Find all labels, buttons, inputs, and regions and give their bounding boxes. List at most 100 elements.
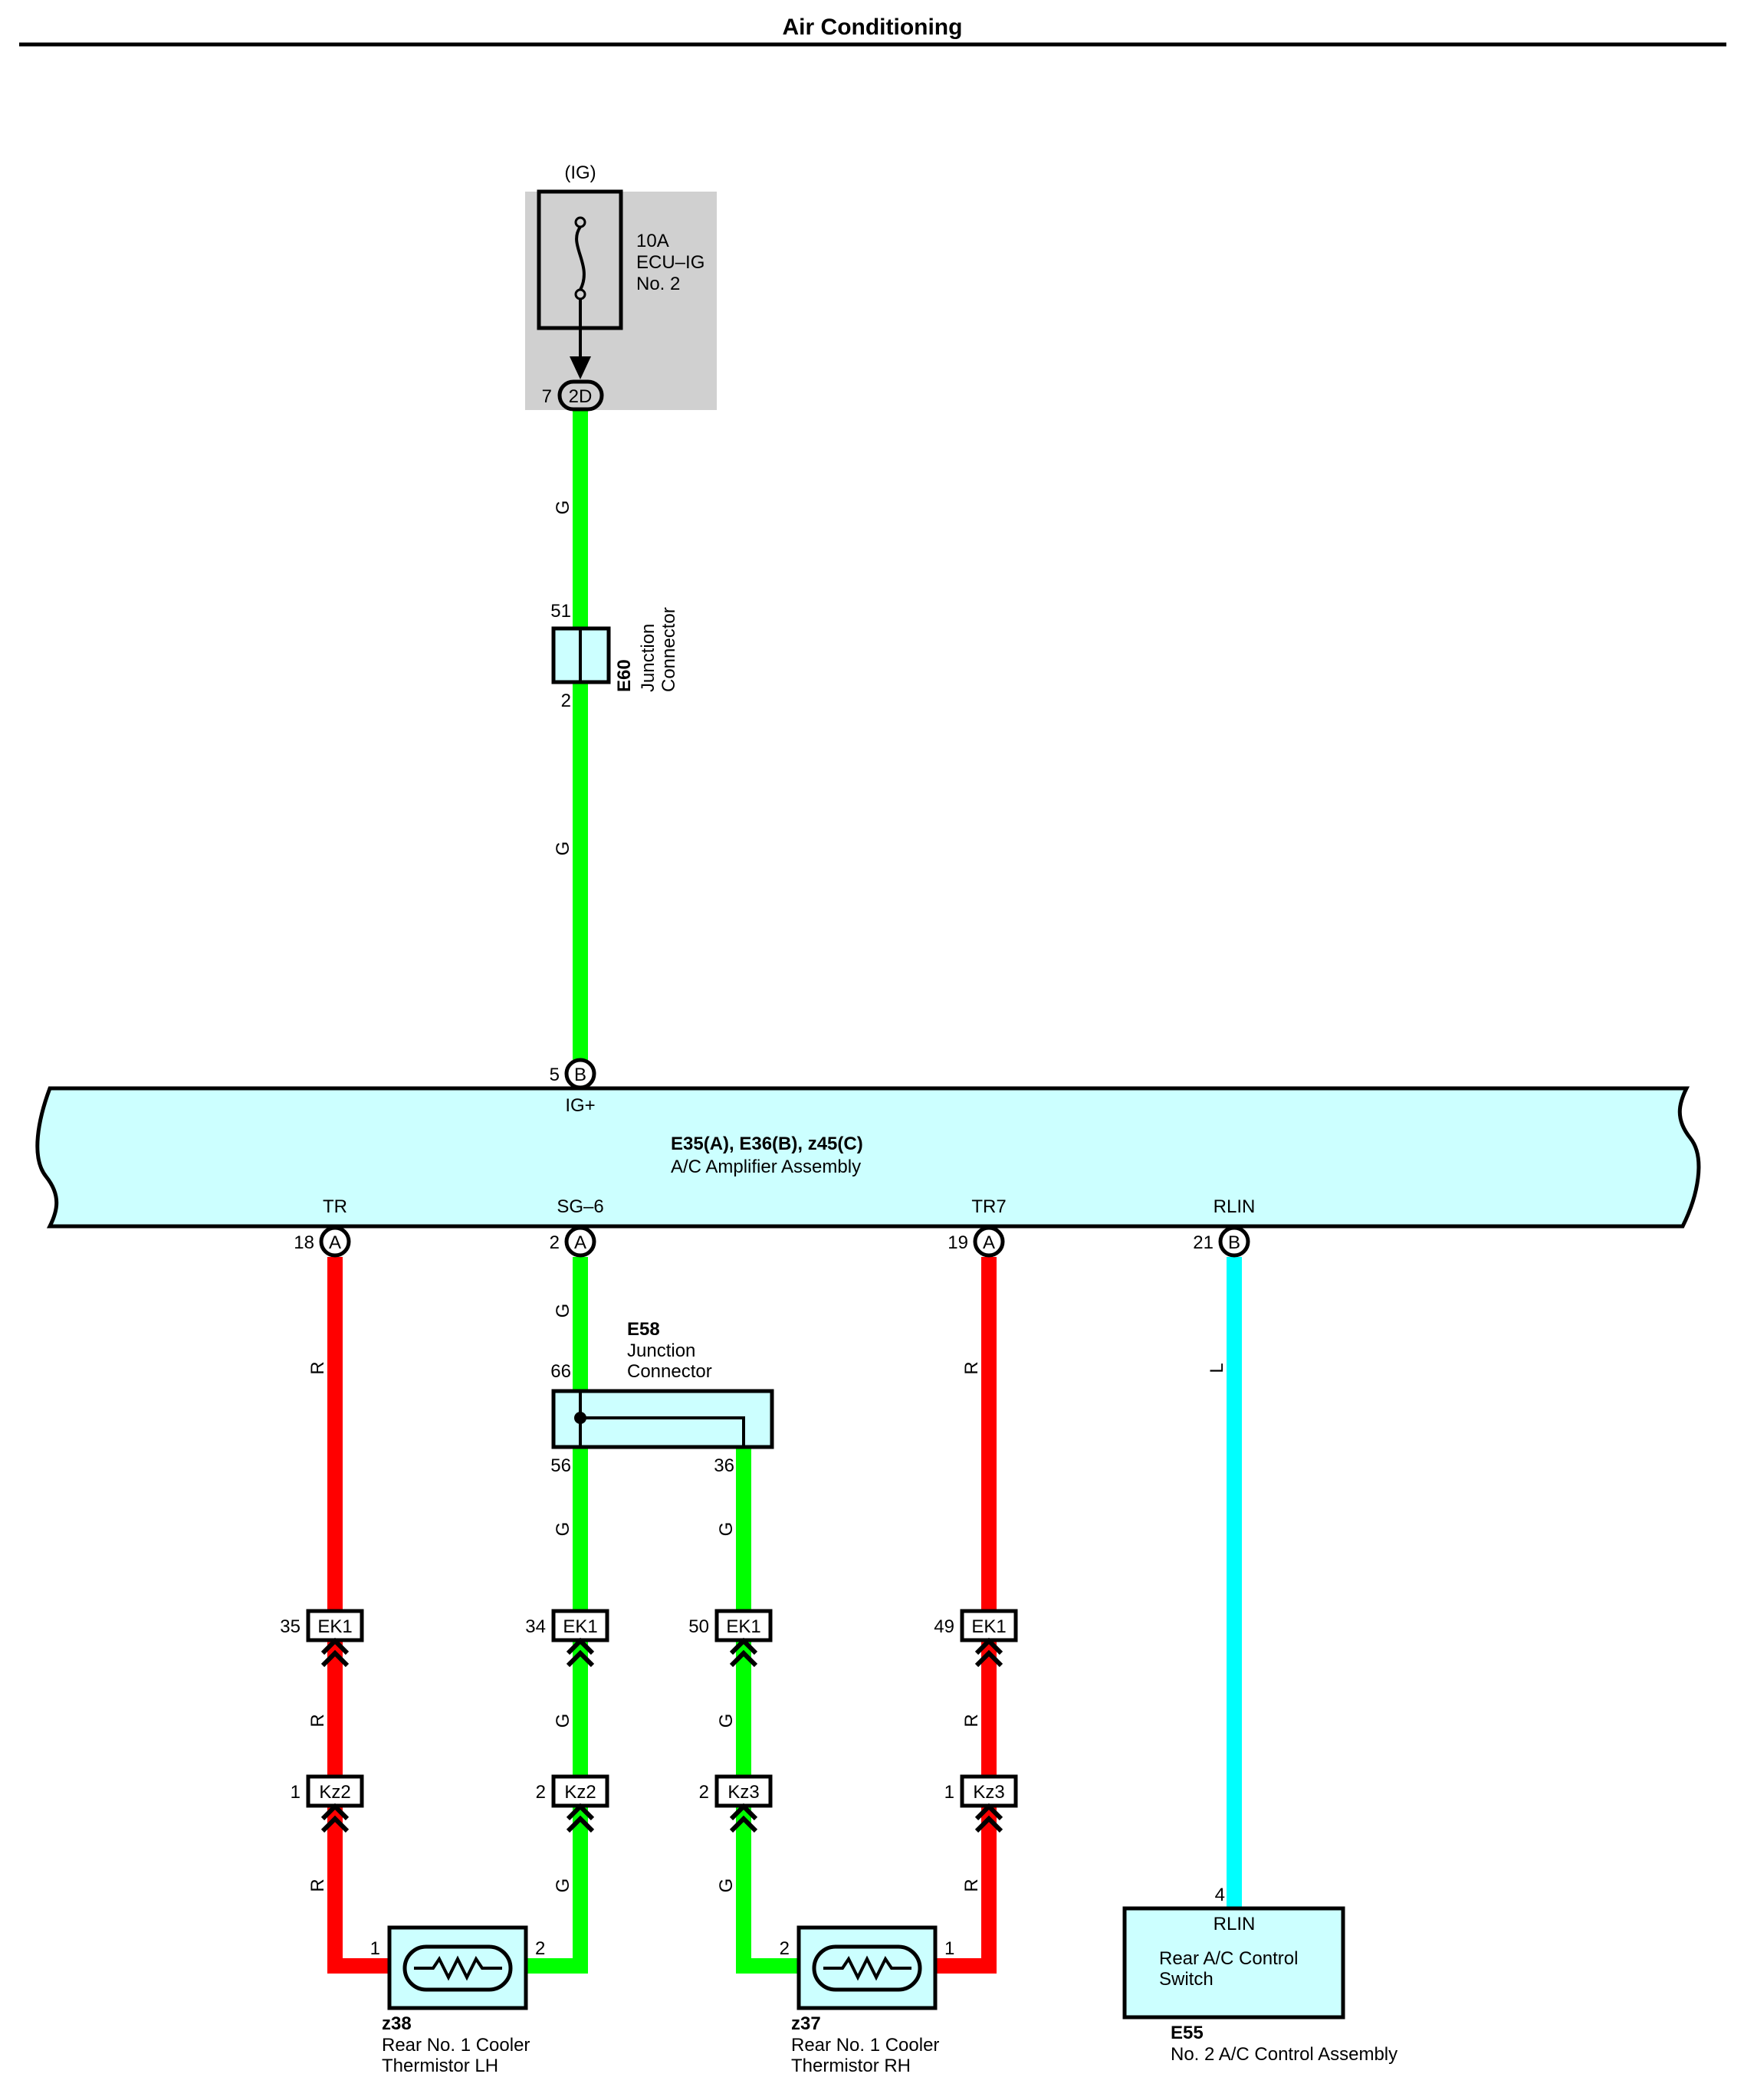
amp-tr7-terminal: [973, 1226, 1005, 1258]
e58-code: E58: [627, 1319, 660, 1340]
z37-name-2: Thermistor RH: [791, 2056, 911, 2076]
z38-pin-right: 2: [535, 1938, 545, 1959]
e58-bus-branch: [580, 1416, 745, 1447]
z38-body: [387, 1925, 528, 2010]
thermistor-icon: [402, 1944, 513, 1992]
amp-ig-terminal: [564, 1058, 596, 1090]
ek1-pin: 34: [525, 1616, 546, 1637]
z37-name-1: Rear No. 1 Cooler: [791, 2035, 939, 2056]
amp-tr7-label: TR7: [971, 1196, 1006, 1217]
wire-label-r-tr-2: R: [307, 1714, 328, 1727]
wire-label-g-sg-3: G: [553, 1879, 573, 1893]
amp-tr7-pin: 19: [948, 1232, 968, 1253]
ek1-connector-4: EK1 49: [934, 1609, 1018, 1665]
e55-body: [1122, 1906, 1345, 2020]
kz3-connector-1: Kz3 2: [699, 1774, 773, 1831]
ek1-connector-1: EK1 35: [280, 1609, 364, 1665]
amp-rlin-conn: B: [1228, 1232, 1240, 1253]
amp-tr7-conn: A: [983, 1232, 995, 1253]
page-title: Air Conditioning: [783, 15, 963, 40]
amp-rlin-label: RLIN: [1214, 1196, 1256, 1217]
amp-ig-conn: B: [574, 1065, 586, 1085]
kz-pin: 1: [291, 1782, 301, 1803]
ek1-label: EK1: [971, 1616, 1006, 1637]
fuse-icon: [570, 216, 591, 379]
amp-rlin-terminal: [1218, 1226, 1250, 1258]
amp-sg-terminal: [564, 1226, 596, 1258]
ek1-connector-3: EK1 50: [688, 1609, 773, 1665]
e58-name-1: Junction: [627, 1340, 695, 1361]
fuse-pin: 7: [542, 386, 552, 407]
e55-inner-1: Rear A/C Control: [1159, 1948, 1298, 1969]
fuse-source-label: (IG): [564, 162, 596, 183]
e58-pin-in: 66: [550, 1361, 571, 1382]
kz-pin: 1: [944, 1782, 954, 1803]
z37-pin-right: 1: [944, 1938, 954, 1959]
e60-pin-bottom: 2: [561, 691, 571, 711]
resistor-icon: [823, 1955, 911, 1981]
amplifier-body: [35, 1086, 1701, 1229]
e58-pin-56: 56: [550, 1455, 571, 1476]
thermistor-icon: [812, 1944, 922, 1992]
fuse-connector: [557, 379, 604, 412]
z37-pin-left: 2: [780, 1938, 790, 1959]
wire-label-g-36: G: [716, 1522, 737, 1537]
z37-body: [796, 1925, 938, 2010]
amp-tr-terminal: [319, 1226, 351, 1258]
fuse-name-1: ECU–IG: [636, 252, 704, 273]
resistor-icon: [414, 1955, 502, 1981]
kz-pin: 2: [699, 1782, 709, 1803]
wire-label-g-36-3: G: [716, 1879, 737, 1893]
e55-pin: 4: [1215, 1885, 1225, 1905]
amp-tr-label: TR: [323, 1196, 347, 1217]
wire-label-g-sg-2: G: [553, 1714, 573, 1728]
amp-rlin-pin: 21: [1193, 1232, 1214, 1253]
amp-tr-pin: 18: [294, 1232, 314, 1253]
amp-ig-pin: 5: [550, 1065, 560, 1085]
e55-terminal: RLIN: [1214, 1914, 1256, 1934]
z38-name-2: Thermistor LH: [382, 2056, 498, 2076]
ek1-label: EK1: [317, 1616, 352, 1637]
kz3-connector-2: Kz3 1: [944, 1774, 1018, 1831]
e58-name-2: Connector: [627, 1361, 712, 1382]
wire-label-g-36-2: G: [716, 1714, 737, 1728]
fuse-name-2: No. 2: [636, 274, 680, 294]
wire-label-g-2: G: [553, 842, 573, 856]
e60-name-2: Connector: [659, 607, 679, 692]
wire-label-g-56: G: [553, 1522, 573, 1537]
wire-label-r-tr7-2: R: [961, 1714, 982, 1727]
kz-label: Kz3: [727, 1782, 759, 1803]
ek1-pin: 35: [280, 1616, 301, 1637]
e60-pin-top: 51: [550, 601, 571, 622]
kz-pin: 2: [536, 1782, 546, 1803]
wire-label-g-1: G: [553, 500, 573, 515]
fuse-rating: 10A: [636, 231, 669, 251]
amplifier-name: A/C Amplifier Assembly: [671, 1157, 861, 1177]
e60-code: E60: [614, 659, 635, 692]
kz-label: Kz2: [564, 1782, 596, 1803]
e60-name-1: Junction: [638, 624, 659, 692]
e55-code: E55: [1171, 2023, 1204, 2043]
wire-label-l-rlin: L: [1207, 1363, 1227, 1373]
wire-label-r-tr7-1: R: [961, 1361, 982, 1374]
amp-sg-pin: 2: [550, 1232, 560, 1253]
kz2-connector-1: Kz2 1: [291, 1774, 364, 1831]
kz2-connector-2: Kz2 2: [536, 1774, 609, 1831]
kz-label: Kz2: [319, 1782, 350, 1803]
wire-label-r-tr-1: R: [307, 1361, 328, 1374]
amp-sg-label: SG–6: [557, 1196, 603, 1217]
z38-name-1: Rear No. 1 Cooler: [382, 2035, 530, 2056]
amp-tr-conn: A: [329, 1232, 341, 1253]
amp-sg-conn: A: [574, 1232, 586, 1253]
ek1-connector-2: EK1 34: [525, 1609, 609, 1665]
e58-junction-dot: [574, 1412, 586, 1424]
ek1-label: EK1: [726, 1616, 760, 1637]
e55-name: No. 2 A/C Control Assembly: [1171, 2044, 1397, 2065]
amp-ig-label: IG+: [565, 1095, 595, 1116]
ek1-pin: 50: [688, 1616, 709, 1637]
z38-code: z38: [382, 2013, 412, 2034]
wire-label-g-sg: G: [553, 1304, 573, 1318]
z37-code: z37: [791, 2013, 821, 2034]
z38-pin-left: 1: [370, 1938, 380, 1959]
